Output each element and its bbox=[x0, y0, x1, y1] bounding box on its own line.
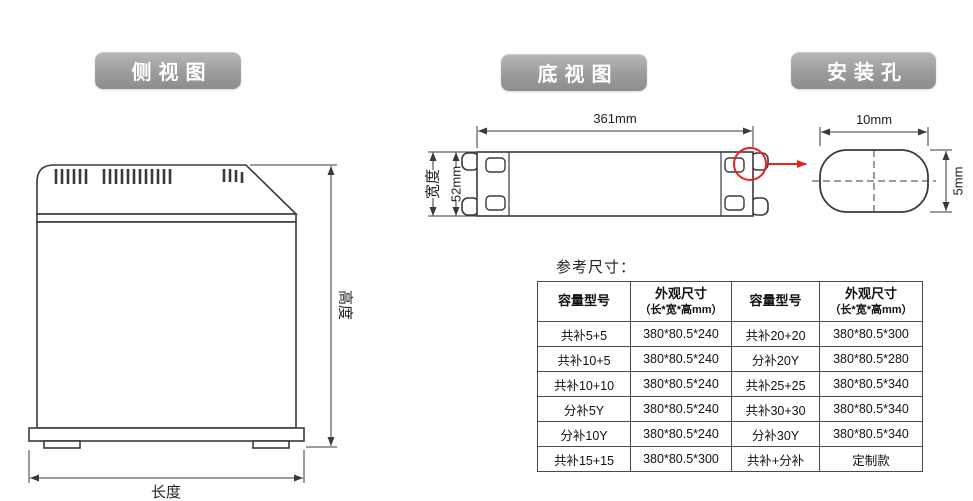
model-cell: 共补+分补 bbox=[731, 446, 820, 472]
table-row: 共补5+5 380*80.5*240 共补20+20 380*80.5*300 bbox=[537, 321, 923, 347]
mh-width-ext-lines bbox=[819, 127, 929, 146]
bv-body bbox=[476, 151, 754, 217]
model-cell: 分补30Y bbox=[731, 421, 820, 447]
bottom-view-drawing bbox=[461, 151, 769, 217]
bottom-view-badge-label: 底视图 bbox=[537, 64, 619, 86]
size-cell: 380*80.5*240 bbox=[630, 321, 732, 347]
side-view-drawing bbox=[28, 164, 305, 449]
size-cell: 380*80.5*340 bbox=[819, 421, 923, 447]
header-model-b: 容量型号 bbox=[731, 281, 820, 322]
side-view-dimensions: 高度 长度 bbox=[28, 164, 354, 501]
header-model-a-label: 容量型号 bbox=[557, 293, 610, 309]
model-cell: 共补15+15 bbox=[537, 446, 631, 472]
table-caption: 参考尺寸： bbox=[556, 259, 637, 276]
bv-slot-top-left bbox=[485, 157, 506, 173]
size-cell: 380*80.5*340 bbox=[819, 371, 923, 397]
header-model-b-label: 容量型号 bbox=[749, 293, 802, 309]
bv-length-dim-label: 361mm bbox=[593, 111, 636, 126]
size-cell: 380*80.5*240 bbox=[630, 421, 732, 447]
model-cell: 共补25+25 bbox=[731, 371, 820, 397]
header-size-b: 外观尺寸 （长*宽*高mm） bbox=[819, 281, 923, 322]
size-cell: 380*80.5*340 bbox=[819, 396, 923, 422]
device-body bbox=[36, 221, 297, 429]
model-cell: 分补10Y bbox=[537, 421, 631, 447]
header-size-a-line1: 外观尺寸 bbox=[654, 285, 707, 301]
mounting-hole-callout bbox=[733, 147, 807, 181]
size-cell: 380*80.5*240 bbox=[630, 371, 732, 397]
model-cell: 共补20+20 bbox=[731, 321, 820, 347]
vent-slots-group-2 bbox=[102, 169, 172, 184]
header-model-a: 容量型号 bbox=[537, 281, 631, 322]
size-cell: 380*80.5*300 bbox=[819, 321, 923, 347]
side-view-badge: 侧视图 bbox=[95, 52, 241, 89]
header-size-b-line1: 外观尺寸 bbox=[844, 285, 897, 301]
table-row: 共补10+10 380*80.5*240 共补25+25 380*80.5*34… bbox=[537, 371, 923, 397]
model-cell: 共补5+5 bbox=[537, 321, 631, 347]
header-size-a-line2: （长*宽*高mm） bbox=[639, 303, 723, 316]
header-size-b-line2: （长*宽*高mm） bbox=[829, 303, 913, 316]
device-foot-left bbox=[43, 440, 81, 449]
model-cell: 共补10+5 bbox=[537, 346, 631, 372]
size-cell: 定制款 bbox=[819, 446, 923, 472]
device-base bbox=[28, 427, 305, 442]
length-ext-lines bbox=[28, 450, 305, 483]
spec-table: 容量型号 外观尺寸 （长*宽*高mm） 容量型号 外观尺寸 （长*宽*高mm） … bbox=[537, 281, 923, 472]
device-foot-right bbox=[252, 440, 290, 449]
vent-slots-group-3 bbox=[222, 169, 244, 183]
mounting-hole-badge-label: 安装孔 bbox=[827, 62, 908, 84]
device-top-cap bbox=[36, 164, 298, 215]
device-lid-seam bbox=[36, 213, 297, 223]
model-cell: 分补5Y bbox=[537, 396, 631, 422]
bv-width-dim-label: 52mm bbox=[449, 166, 464, 202]
size-cell: 380*80.5*240 bbox=[630, 346, 732, 372]
bv-slot-bottom-right bbox=[724, 195, 745, 211]
mounting-hole-badge: 安装孔 bbox=[791, 52, 936, 89]
mh-height-dim-label: 5mm bbox=[951, 167, 966, 196]
table-row: 共补10+5 380*80.5*240 分补20Y 380*80.5*280 bbox=[537, 346, 923, 372]
mh-height-ext-lines bbox=[930, 149, 952, 213]
table-header-row: 容量型号 外观尺寸 （长*宽*高mm） 容量型号 外观尺寸 （长*宽*高mm） bbox=[537, 281, 923, 322]
mounting-hole-drawing: 10mm 5mm bbox=[812, 112, 966, 213]
height-dim-label: 高度 bbox=[337, 290, 354, 320]
bv-width-name-label: 宽度 bbox=[425, 169, 442, 199]
size-cell: 380*80.5*280 bbox=[819, 346, 923, 372]
length-dim-label: 长度 bbox=[151, 484, 181, 501]
vent-slots-group-1 bbox=[54, 169, 88, 184]
model-cell: 共补30+30 bbox=[731, 396, 820, 422]
height-ext-lines bbox=[250, 164, 337, 448]
model-cell: 分补20Y bbox=[731, 346, 820, 372]
header-size-a: 外观尺寸 （长*宽*高mm） bbox=[630, 281, 732, 322]
size-cell: 380*80.5*300 bbox=[630, 446, 732, 472]
callout-circle bbox=[733, 147, 767, 181]
table-row: 分补10Y 380*80.5*240 分补30Y 380*80.5*340 bbox=[537, 421, 923, 447]
bottom-view-dimensions: 361mm 宽度 52mm bbox=[425, 111, 754, 217]
model-cell: 共补10+10 bbox=[537, 371, 631, 397]
bv-length-ext-lines bbox=[476, 126, 754, 148]
table-row: 共补15+15 380*80.5*300 共补+分补 定制款 bbox=[537, 446, 923, 472]
size-cell: 380*80.5*240 bbox=[630, 396, 732, 422]
bottom-view-badge: 底视图 bbox=[501, 54, 647, 91]
bv-slot-bottom-left bbox=[485, 195, 506, 211]
table-row: 分补5Y 380*80.5*240 共补30+30 380*80.5*340 bbox=[537, 396, 923, 422]
side-view-badge-label: 侧视图 bbox=[131, 62, 213, 84]
mh-width-dim-label: 10mm bbox=[856, 112, 892, 127]
